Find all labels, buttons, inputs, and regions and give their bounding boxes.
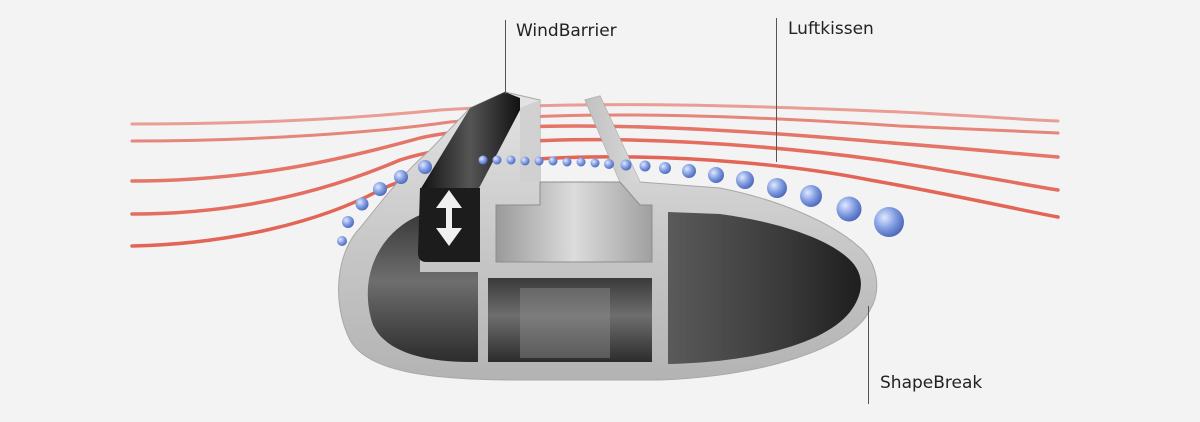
airflow-line	[130, 113, 1060, 143]
airflow-line	[130, 124, 1060, 183]
air-bubble	[620, 159, 632, 171]
air-bubble	[492, 155, 502, 165]
air-bubble	[342, 216, 354, 228]
center-channel	[495, 181, 653, 263]
air-cushion-leader-line	[776, 18, 777, 162]
air-bubble	[534, 156, 544, 166]
air-cushion-bubbles	[337, 155, 904, 246]
middle-cavity	[488, 278, 652, 362]
air-bubble	[736, 171, 754, 189]
air-bubble	[576, 157, 586, 167]
air-bubble	[548, 156, 558, 166]
air-bubble	[708, 167, 724, 183]
air-bubble	[767, 178, 787, 198]
air-bubble	[682, 164, 696, 178]
air-bubble	[639, 160, 651, 172]
shape-break-label: ShapeBreak	[880, 373, 983, 393]
air-cushion-label: Luftkissen	[788, 19, 874, 39]
right-cavity	[668, 212, 861, 364]
shape-break-leader-line	[868, 306, 869, 404]
air-bubble	[355, 197, 369, 211]
air-bubble	[506, 155, 516, 165]
left-cavity	[367, 215, 478, 362]
air-bubble	[394, 170, 408, 184]
air-bubble	[478, 155, 488, 165]
air-bubble	[604, 159, 614, 169]
air-bubble	[590, 158, 600, 168]
air-bubble	[373, 182, 387, 196]
wind-barrier-label: WindBarrier	[516, 21, 617, 41]
air-bubble	[520, 156, 530, 166]
air-bubble	[800, 185, 822, 207]
air-bubble	[562, 157, 572, 167]
middle-cavity-highlight	[520, 288, 610, 358]
seal-strip	[420, 92, 520, 198]
airflow-line	[130, 103, 1060, 126]
air-bubble	[337, 236, 347, 246]
air-bubble	[874, 207, 904, 237]
air-bubble	[836, 196, 862, 222]
air-bubble	[659, 162, 671, 174]
profile-top-surface	[520, 100, 540, 182]
wind-barrier-seal	[418, 92, 520, 262]
airflow-line	[130, 137, 1060, 216]
air-bubble	[418, 160, 432, 174]
wind-barrier-leader-line	[505, 20, 506, 94]
double-vertical-arrow-icon	[436, 190, 462, 246]
